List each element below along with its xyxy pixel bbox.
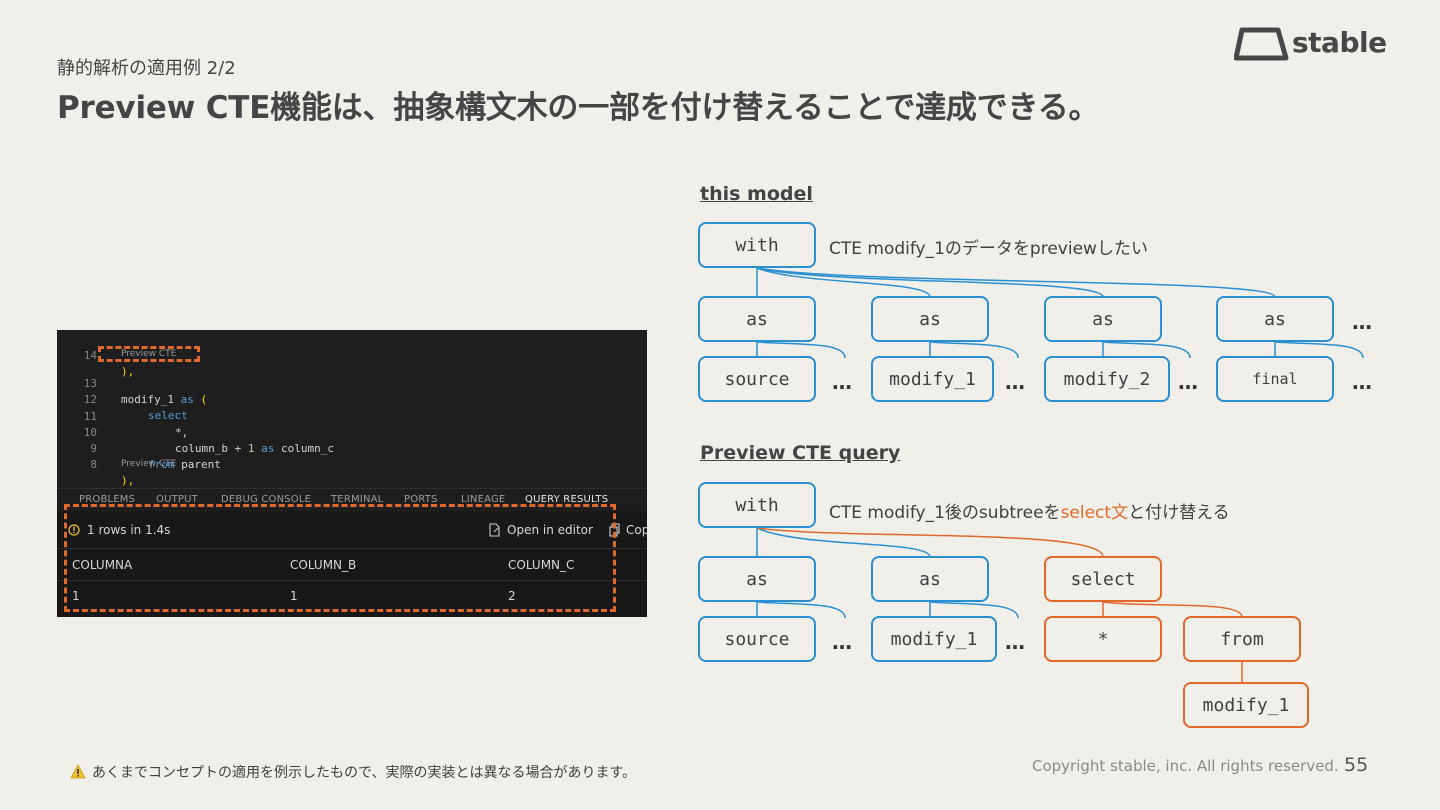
line-number: 9 [90,442,97,455]
open-file-icon [489,523,500,537]
table-cell: 1 [290,589,298,603]
note-highlight: select文 [1060,503,1129,523]
code-text: ), [121,474,135,487]
node-modify-2: modify_2 [1044,356,1170,402]
highlight-query-results [64,504,616,612]
code-paren: ( [200,393,208,406]
ellipsis: … [832,370,852,394]
code-lens-preview-cte[interactable]: Preview CTE [121,459,177,469]
tab-debug-console[interactable]: DEBUG CONSOLE [221,494,312,505]
node-as: as [1044,296,1162,342]
divider [57,548,647,549]
node-modify-1: modify_1 [871,616,997,662]
ellipsis: … [1352,310,1372,334]
node-as: as [871,556,989,602]
line-number: 12 [83,393,97,406]
code-text: *, [175,426,189,439]
results-status: 1 rows in 1.4s [87,523,171,537]
tab-lineage[interactable]: LINEAGE [461,494,506,505]
code-keyword: as [261,442,275,455]
stable-logo-icon [1234,27,1289,61]
ellipsis: … [1005,630,1025,654]
note-this-model: CTE modify_1のデータをpreviewしたい [829,239,1148,259]
tab-terminal[interactable]: TERMINAL [331,494,384,505]
tab-problems[interactable]: PROBLEMS [79,494,136,505]
note-text: と付け替える [1128,503,1230,523]
logo-text: stable [1292,26,1387,59]
line-number: 13 [83,377,97,390]
code-token: column_b + [175,442,248,455]
node-as: as [1216,296,1334,342]
footer-note-text: あくまでコンセプトの適用を例示したもので、実際の実装とは異なる場合があります。 [92,765,637,781]
copyright: Copyright stable, inc. All rights reserv… [1032,757,1339,775]
table-cell: 2 [508,589,516,603]
ellipsis: … [1005,370,1025,394]
editor-screenshot: 14 ), Preview CTE 13 modify_1 as ( 12 se… [57,330,647,617]
tab-output[interactable]: OUTPUT [156,494,198,505]
page-number: 55 [1344,754,1369,776]
line-number: 14 [83,349,97,362]
tab-ports[interactable]: PORTS [404,494,438,505]
code-keyword: as [180,393,194,406]
code-keyword: select [148,409,188,422]
line-number: 10 [83,426,97,439]
node-source: source [698,356,816,402]
section-label-this-model: this model [700,183,813,205]
code-line: 12 select [57,376,188,422]
node-from: from [1183,616,1301,662]
node-modify-1: modify_1 [871,356,994,402]
note-text: CTE modify_1後のsubtreeを [829,503,1061,523]
code-number: 1 [247,442,255,455]
code-line: 14 ), [57,332,135,378]
code-token: parent [174,458,221,471]
warning-circle-icon [68,524,80,536]
warning-icon [70,764,86,779]
code-lens-preview-cte[interactable]: Preview CTE [121,349,177,359]
line-number: 8 [90,458,97,471]
copy-button[interactable]: Cop [626,523,647,537]
slide-subtitle: 静的解析の適用例 2/2 [57,58,236,79]
code-line: 11 *, [57,393,189,439]
divider [57,580,647,581]
ellipsis: … [1352,370,1372,394]
code-token: column_c [274,442,334,455]
column-header[interactable]: COLUMN_C [508,558,575,572]
node-with: with [698,222,816,268]
node-from-modify-1: modify_1 [1183,682,1309,728]
section-label-preview-cte-query: Preview CTE query [700,442,901,464]
node-final: final [1216,356,1334,402]
code-line: 9 from parent [57,425,220,471]
node-as: as [698,556,816,602]
column-header[interactable]: COLUMNA [72,558,133,572]
query-results-panel: 1 rows in 1.4s Open in editor Cop COLUMN… [57,511,647,617]
tab-query-results[interactable]: QUERY RESULTS [525,494,609,505]
code-keyword: from [148,458,175,471]
node-select: select [1044,556,1162,602]
code-text: ), [121,365,135,378]
code-line: 8 ), [57,441,134,487]
ellipsis: … [1178,370,1198,394]
table-cell: 1 [72,589,80,603]
highlight-code-lens [98,346,200,362]
footer-note: あくまでコンセプトの適用を例示したもので、実際の実装とは異なる場合があります。 [70,762,636,782]
note-preview: CTE modify_1後のsubtreeをselect文と付け替える [829,498,1230,523]
column-header[interactable]: COLUMN_B [290,558,357,572]
code-line: 13 modify_1 as ( [57,360,207,406]
ellipsis: … [832,630,852,654]
slide-title: Preview CTE機能は、抽象構文木の一部を付け替えることで達成できる。 [57,90,1100,126]
line-number: 11 [83,410,97,423]
code-token: modify_1 [121,393,174,406]
open-in-editor-button[interactable]: Open in editor [507,523,593,537]
code-line: 10 column_b + 1 as column_c [57,409,334,455]
node-as: as [698,296,816,342]
node-as: as [871,296,989,342]
node-with: with [698,482,816,528]
node-source: source [698,616,816,662]
node-star: * [1044,616,1162,662]
